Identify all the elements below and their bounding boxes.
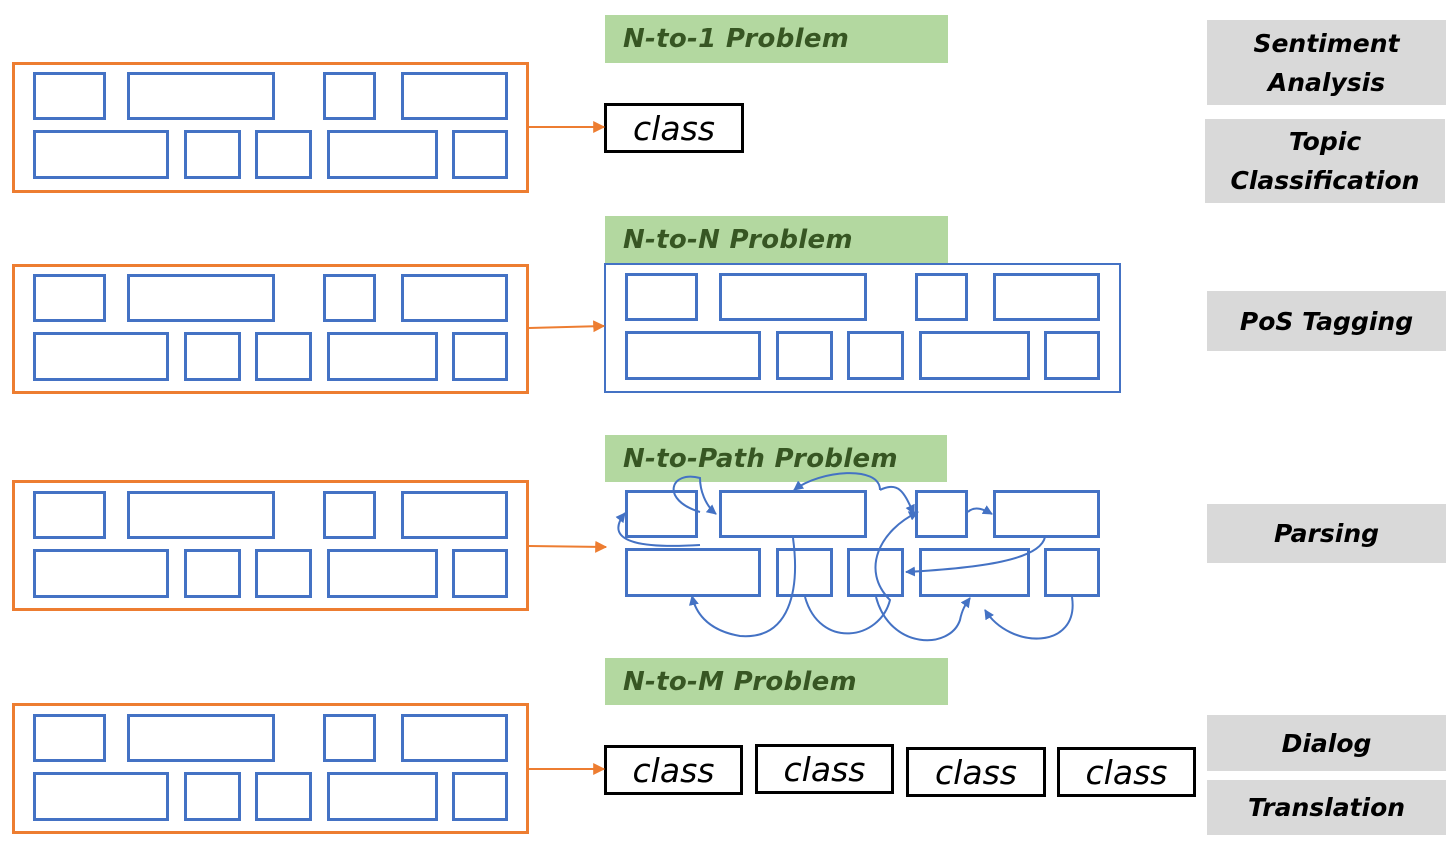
token-box (919, 331, 1030, 380)
input-sequence-frame (12, 264, 529, 394)
class-output-box: class (906, 747, 1046, 797)
task-label-parsing: Parsing (1207, 504, 1446, 563)
class-output-box: class (604, 103, 744, 153)
token-box (33, 274, 106, 322)
token-box (323, 491, 376, 539)
token-box (127, 72, 275, 120)
token-box (184, 130, 241, 179)
token-box (719, 273, 867, 321)
dependency-arc (967, 505, 993, 515)
task-label-topic-classification: Topic Classification (1205, 119, 1445, 203)
token-box (327, 130, 438, 179)
token-box (327, 549, 438, 598)
token-box (33, 772, 169, 821)
token-box (401, 72, 508, 120)
token-box (33, 714, 106, 762)
input-sequence-frame (12, 62, 529, 193)
problem-banner-n-to-1: N-to-1 Problem (605, 15, 948, 63)
input-to-output-arrows (528, 121, 608, 775)
token-box (33, 332, 169, 381)
token-box (255, 549, 312, 598)
token-box (625, 490, 698, 538)
token-box (452, 130, 508, 179)
token-box (993, 490, 1100, 538)
class-output-box: class (755, 744, 894, 794)
dependency-arc (879, 485, 915, 515)
token-box (776, 548, 833, 597)
arrow-row-3 (528, 540, 608, 553)
token-box (184, 772, 241, 821)
token-box (776, 331, 833, 380)
token-box (323, 274, 376, 322)
token-box (401, 714, 508, 762)
token-box (327, 332, 438, 381)
problem-banner-n-to-n: N-to-N Problem (605, 216, 948, 264)
token-box (33, 130, 169, 179)
dependency-arc (984, 596, 1074, 640)
token-box (401, 491, 508, 539)
token-box (1044, 548, 1100, 597)
token-box (919, 548, 1030, 597)
token-box (127, 491, 275, 539)
token-box (255, 130, 312, 179)
token-box (915, 273, 968, 321)
token-box (33, 491, 106, 539)
input-sequence-frame (12, 703, 529, 834)
token-box (127, 714, 275, 762)
task-label-pos-tagging: PoS Tagging (1207, 291, 1446, 351)
token-box (993, 273, 1100, 321)
token-box (255, 772, 312, 821)
token-box (847, 331, 904, 380)
task-label-dialog: Dialog (1207, 715, 1446, 771)
token-box (323, 714, 376, 762)
dependency-arc (689, 537, 796, 638)
dependency-arc (905, 536, 1046, 577)
token-box (127, 274, 275, 322)
class-output-box: class (604, 745, 743, 795)
dependency-arc (615, 512, 701, 547)
token-box (184, 549, 241, 598)
dependency-arc (672, 475, 717, 515)
token-box (323, 72, 376, 120)
task-label-sentiment-analysis: Sentiment Analysis (1207, 20, 1446, 105)
token-box (184, 332, 241, 381)
dependency-arc (793, 472, 881, 491)
token-box (452, 772, 508, 821)
token-box (401, 274, 508, 322)
problem-banner-n-to-path: N-to-Path Problem (605, 435, 947, 482)
dependency-arcs (615, 472, 1074, 642)
task-label-translation: Translation (1207, 780, 1446, 835)
token-box (1044, 331, 1100, 380)
dependency-arc (875, 596, 971, 642)
token-box (625, 331, 761, 380)
token-box (255, 332, 312, 381)
dependency-arc (804, 511, 919, 635)
token-box (327, 772, 438, 821)
token-box (33, 549, 169, 598)
token-box (452, 549, 508, 598)
token-box (33, 72, 106, 120)
arrow-row-2 (528, 320, 606, 333)
token-box (452, 332, 508, 381)
class-output-box: class (1057, 747, 1196, 797)
token-box (719, 490, 867, 538)
problem-banner-n-to-m: N-to-M Problem (605, 658, 948, 705)
input-sequence-frame (12, 480, 529, 611)
token-box (625, 273, 698, 321)
